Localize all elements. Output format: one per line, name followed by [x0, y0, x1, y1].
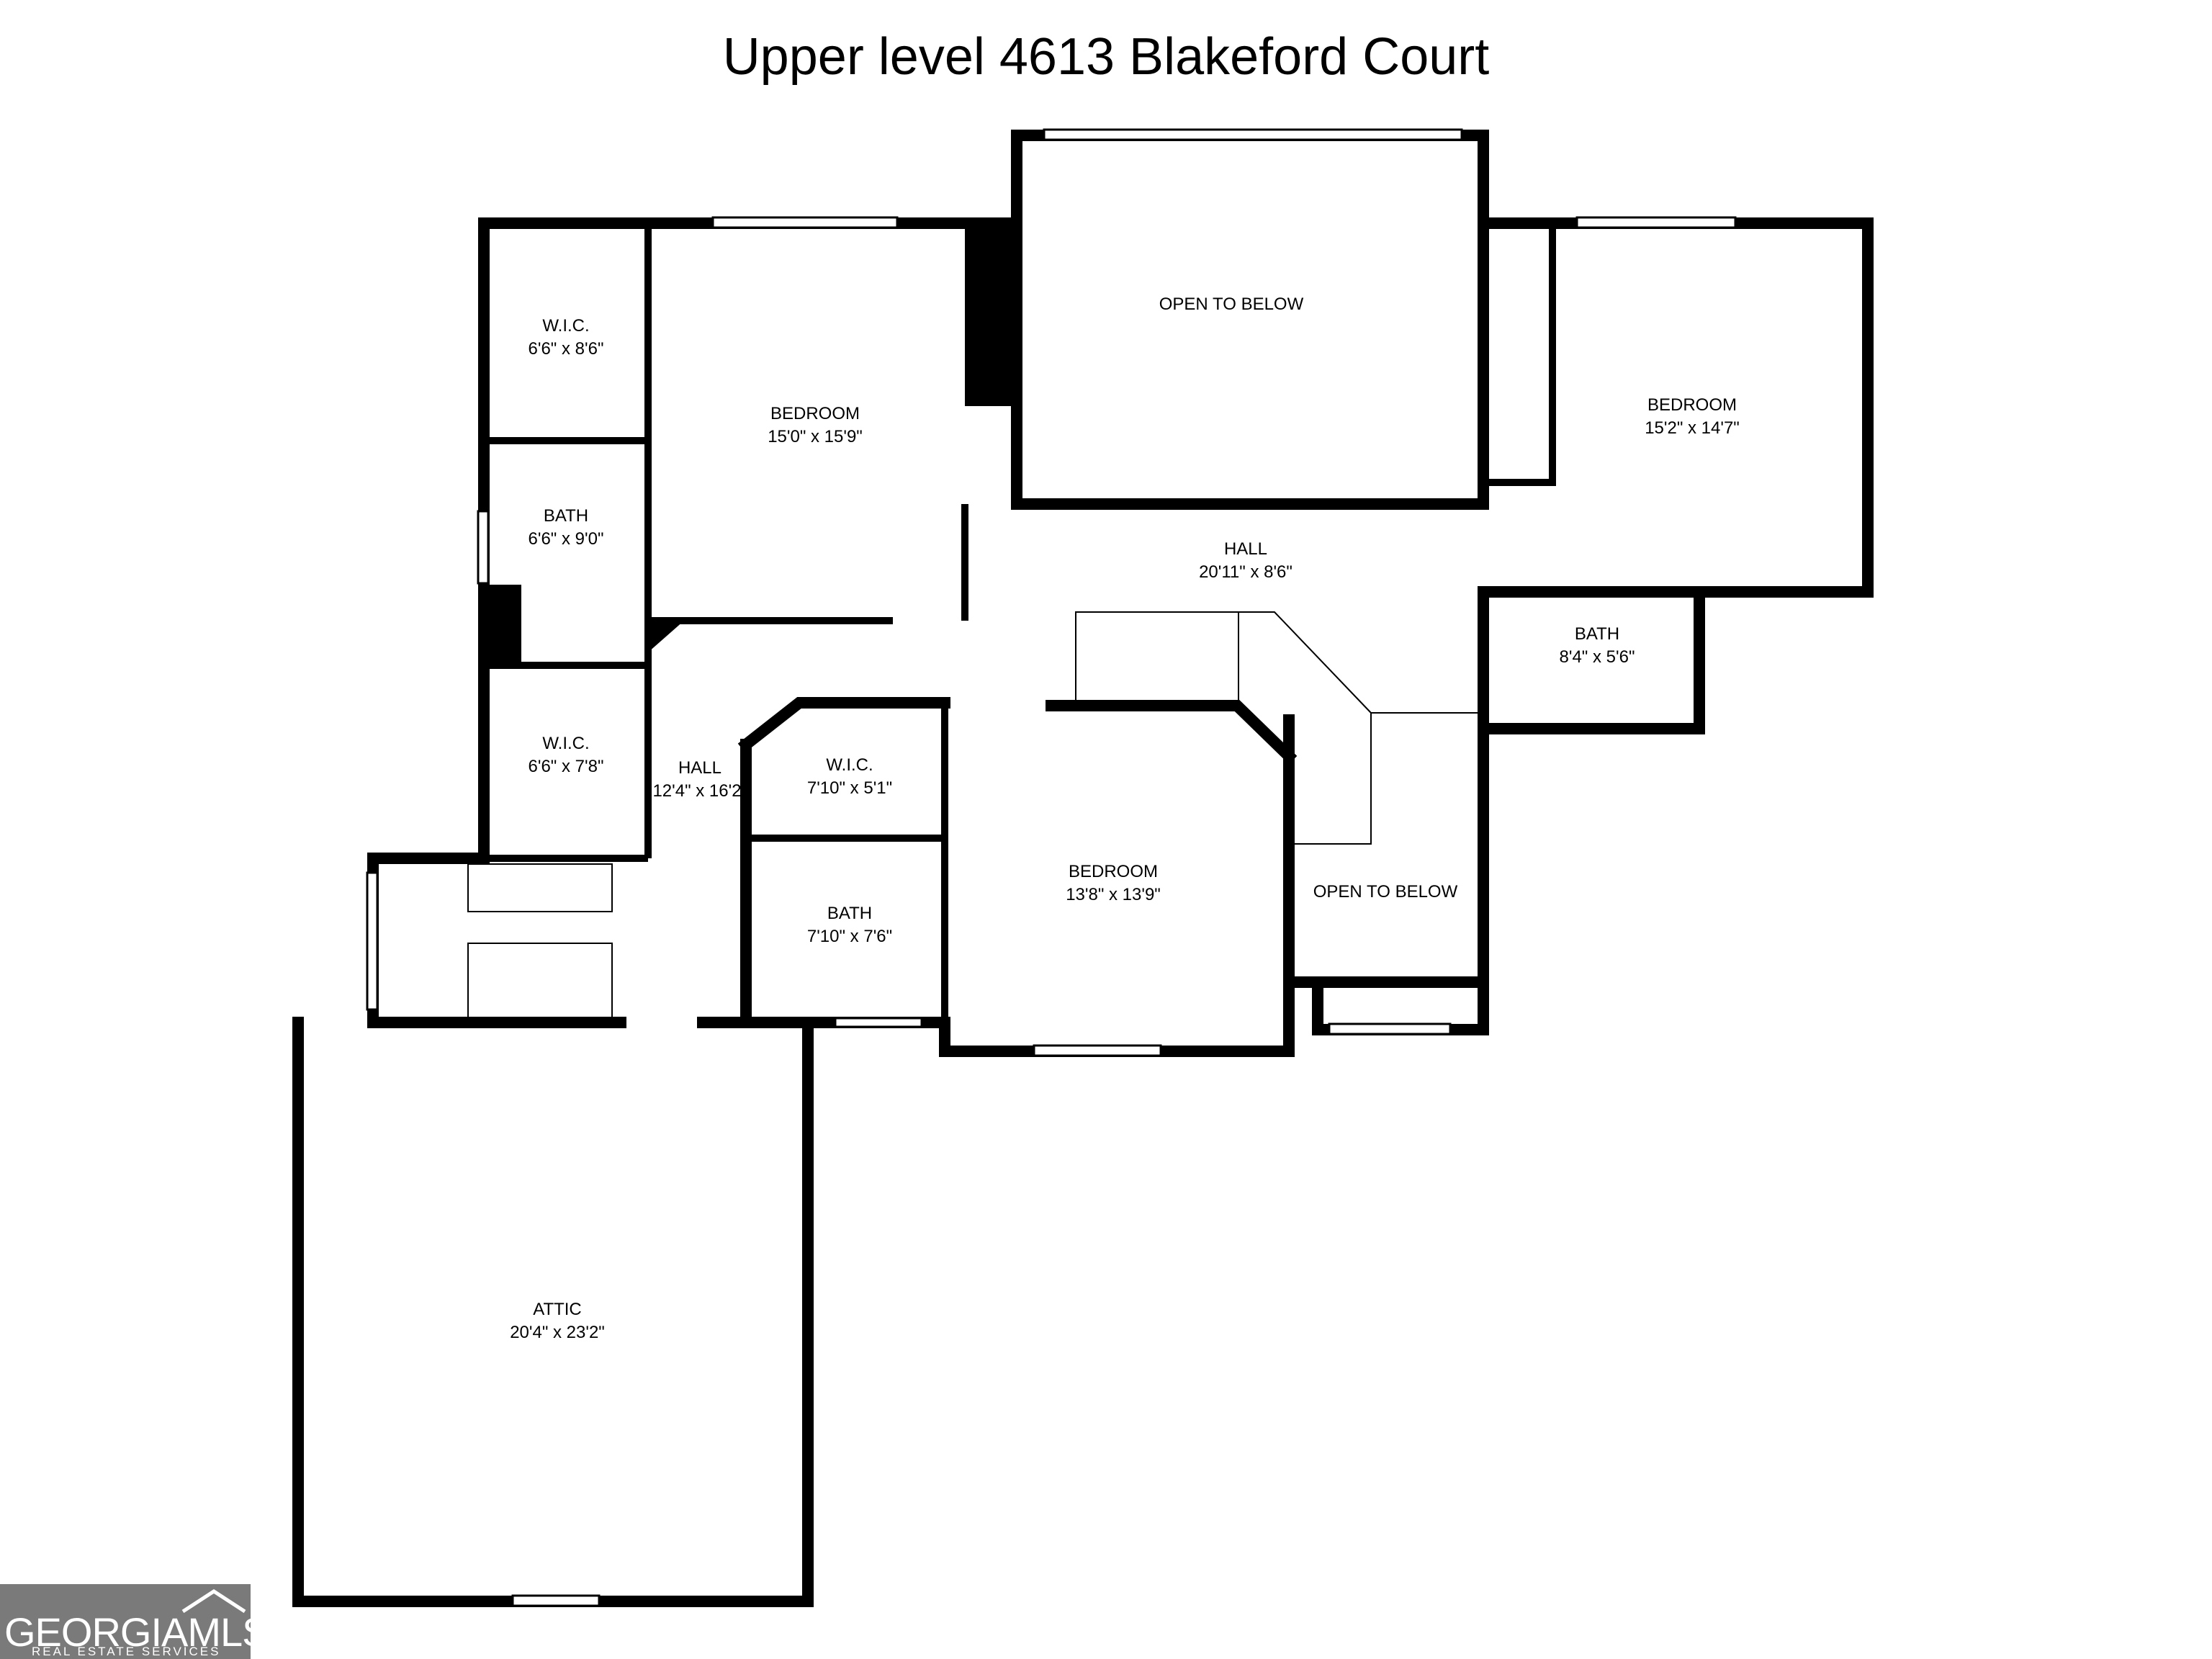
- plan-title: Upper level 4613 Blakeford Court: [722, 28, 1490, 86]
- room-hall-1-name: HALL: [1224, 539, 1267, 559]
- solid-blocks: [484, 222, 1017, 665]
- logo-brand: GEORGIAMLS: [4, 1609, 269, 1655]
- room-wic-3-dims: 7'10" x 5'1": [807, 778, 892, 798]
- room-labels: W.I.C. 6'6" x 8'6" BEDROOM 15'0" x 15'9"…: [510, 295, 1740, 1342]
- room-open-below-2-name: OPEN TO BELOW: [1313, 882, 1458, 902]
- room-wic-1-dims: 6'6" x 8'6": [529, 339, 604, 359]
- room-bedroom-1-name: BEDROOM: [770, 404, 860, 423]
- room-bath-2-name: BATH: [1575, 624, 1619, 644]
- logo-tagline: REAL ESTATE SERVICES: [32, 1645, 221, 1658]
- room-bedroom-2-name: BEDROOM: [1647, 395, 1737, 415]
- room-wic-1-name: W.I.C.: [542, 316, 589, 336]
- windows: [366, 128, 1737, 1607]
- room-attic-dims: 20'4" x 23'2": [510, 1323, 605, 1342]
- room-bedroom-3-dims: 13'8" x 13'9": [1066, 885, 1161, 904]
- room-bedroom-3-name: BEDROOM: [1069, 862, 1158, 881]
- room-hall-1-dims: 20'11" x 8'6": [1199, 562, 1292, 582]
- room-bath-3-dims: 7'10" x 7'6": [807, 927, 892, 946]
- interior-walls: [484, 223, 1699, 1022]
- georgiamls-logo: GEORGIAMLS REAL ESTATE SERVICES: [0, 1584, 269, 1659]
- room-wic-2-name: W.I.C.: [542, 734, 589, 753]
- stairs: [467, 611, 1483, 1023]
- room-bedroom-2-dims: 15'2" x 14'7": [1645, 418, 1740, 438]
- room-wic-3-name: W.I.C.: [826, 755, 873, 775]
- room-hall-2-dims: 12'4" x 16'2: [652, 781, 741, 801]
- room-open-below-1-name: OPEN TO BELOW: [1159, 295, 1304, 314]
- room-bath-2-dims: 8'4" x 5'6": [1560, 647, 1635, 667]
- roof-icon: [181, 1589, 246, 1613]
- room-wic-2-dims: 6'6" x 7'8": [529, 757, 604, 776]
- room-bath-1-dims: 6'6" x 9'0": [529, 529, 604, 549]
- room-bath-3-name: BATH: [827, 904, 872, 923]
- room-attic-name: ATTIC: [533, 1300, 582, 1319]
- room-hall-2-name: HALL: [678, 758, 721, 778]
- room-bath-1-name: BATH: [544, 506, 588, 526]
- room-bedroom-1-dims: 15'0" x 15'9": [768, 427, 863, 446]
